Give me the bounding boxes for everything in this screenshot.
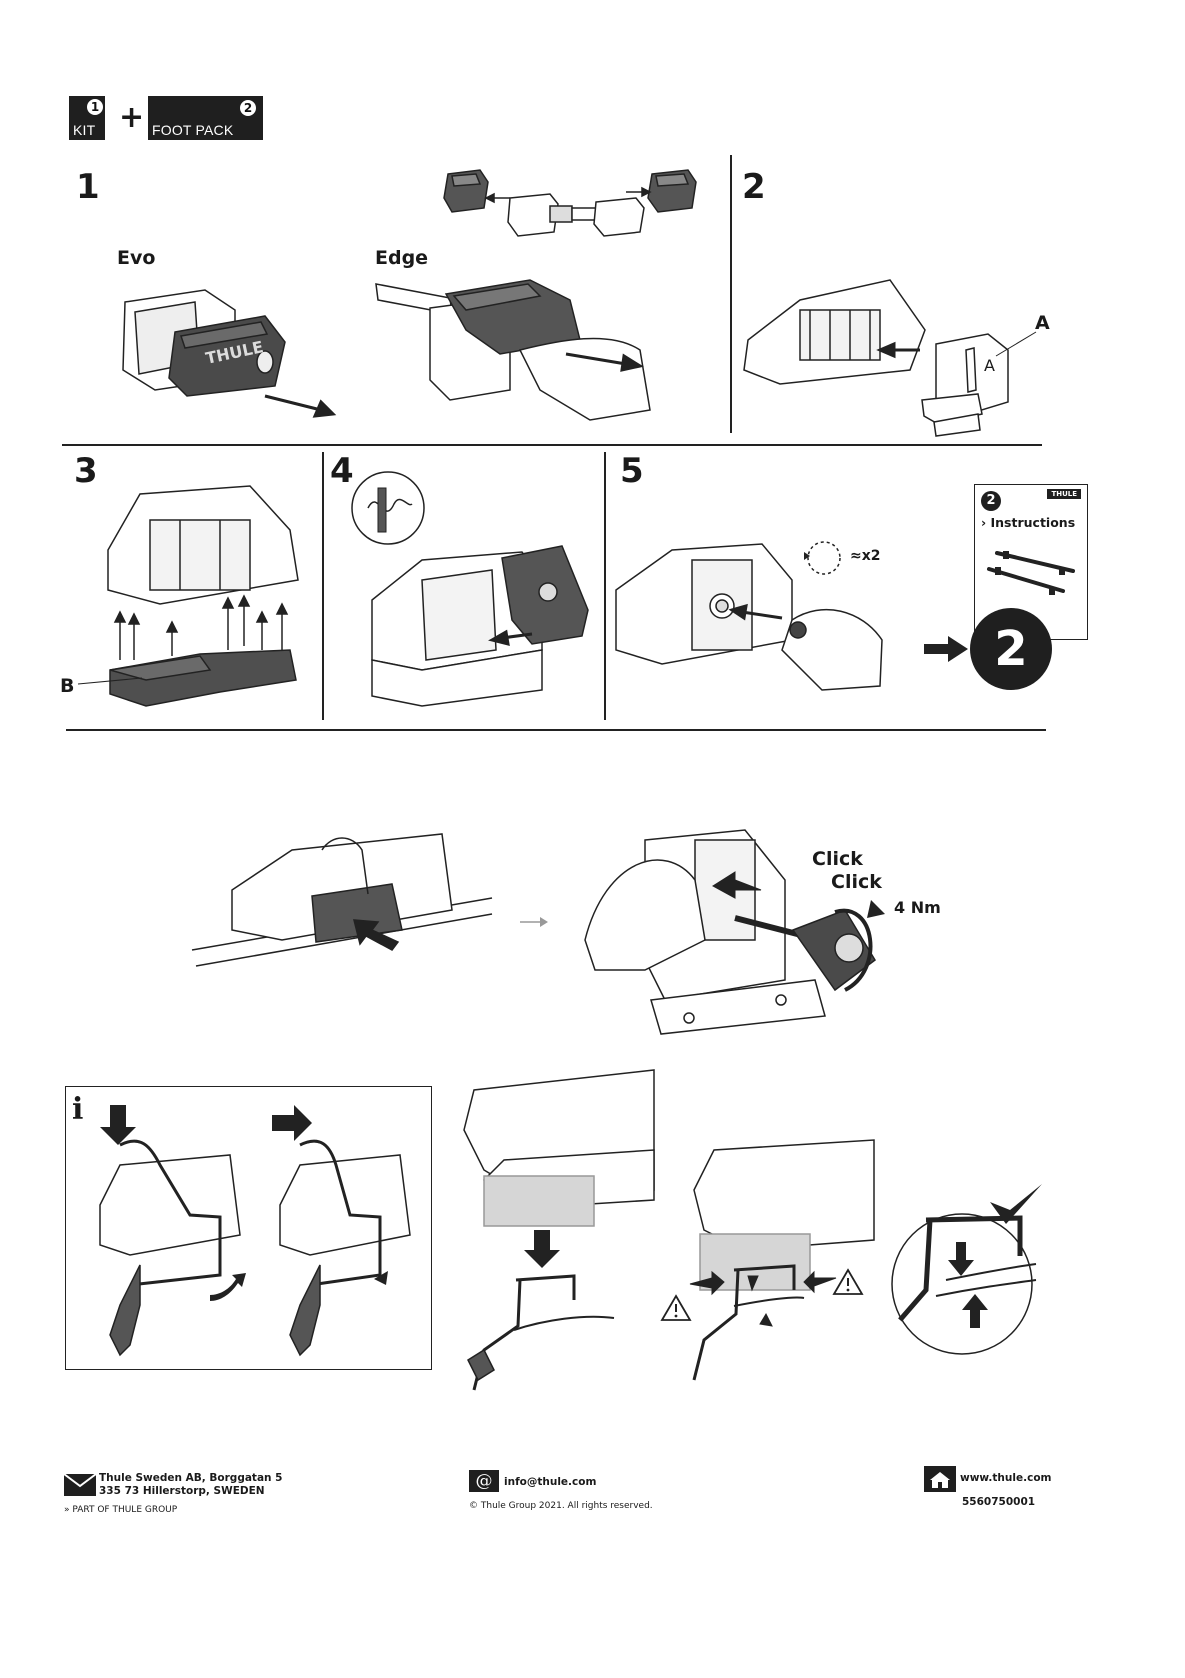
divider-row2 <box>66 729 1046 731</box>
footer-group: » PART OF THULE GROUP <box>64 1505 178 1515</box>
evo-foot-illustration: THULE <box>122 289 337 418</box>
step4-foot-illustration <box>371 545 589 707</box>
divider-step1-step2 <box>730 155 732 433</box>
step-number-3: 3 <box>74 451 98 491</box>
label-part-b: B <box>60 675 75 697</box>
info-icon: i <box>72 1092 84 1127</box>
footer-company-address-line2: 335 73 Hillerstorp, SWEDEN <box>99 1485 265 1497</box>
part-a-leader-line <box>995 331 1037 357</box>
kit-label: KIT <box>73 122 96 138</box>
torque-wrench-illustration <box>584 829 885 1035</box>
step2-foot-illustration <box>743 279 926 385</box>
label-evo: Evo <box>117 247 156 269</box>
info-box-illustrations <box>99 1105 411 1357</box>
clamp-detail-circle-illustration <box>891 1184 1042 1355</box>
divider-step3-step4 <box>322 452 324 720</box>
next-step-arrow-icon <box>924 636 968 662</box>
part-a-bracket-illustration <box>921 333 1009 437</box>
foot-lowering-illustration <box>463 1069 655 1391</box>
label-x2: ≈x2 <box>850 548 881 564</box>
label-click-2: Click <box>831 871 882 893</box>
plus-sign: + <box>119 100 145 135</box>
divider-step4-step5 <box>604 452 606 720</box>
gray-transition-arrow-icon <box>520 917 548 927</box>
kit-number-badge: 1 <box>87 99 103 115</box>
label-torque: 4 Nm <box>894 898 941 917</box>
warning-icon-right <box>832 1268 864 1295</box>
step-number-4: 4 <box>330 451 354 491</box>
part-b-leader-line <box>77 677 143 685</box>
foot-pack-number-badge: 2 <box>240 100 256 116</box>
step4-detail-circle <box>351 471 425 545</box>
footer-copyright: © Thule Group 2021. All rights reserved. <box>469 1501 653 1511</box>
thule-brand-badge: THULE <box>1047 489 1081 499</box>
label-edge: Edge <box>375 247 429 269</box>
edge-foot-illustration <box>375 279 651 421</box>
divider-row1 <box>62 444 1042 446</box>
instructions-card-title: › Instructions <box>981 515 1076 530</box>
step-number-5: 5 <box>620 451 644 491</box>
rotate-dashed-icon <box>804 541 841 575</box>
at-icon: @ <box>469 1470 499 1492</box>
step1-exploded-parts-illustration <box>443 169 697 237</box>
step3-foot-illustration <box>107 485 299 707</box>
label-part-a-on-bracket: A <box>984 356 995 375</box>
foot-pack-label: FOOT PACK <box>152 122 234 138</box>
checkmark-icon <box>990 1184 1042 1224</box>
footer-website[interactable]: www.thule.com <box>960 1472 1052 1484</box>
footer-document-number: 5560750001 <box>962 1496 1036 1508</box>
next-step-badge: 2 <box>970 608 1052 690</box>
envelope-icon <box>63 1473 97 1496</box>
label-part-a: A <box>1035 312 1050 334</box>
footer-email[interactable]: info@thule.com <box>504 1476 597 1488</box>
step-number-1: 1 <box>76 167 100 207</box>
foot-pack-box: 2 FOOT PACK <box>148 96 263 140</box>
roof-bars-thumbnail <box>987 551 1075 595</box>
footer-company-address-line1: Thule Sweden AB, Borggatan 5 <box>99 1472 283 1484</box>
warning-icon-left <box>660 1294 692 1321</box>
step5-foot-illustration <box>615 543 883 691</box>
foot-clamping-illustration <box>689 1139 875 1381</box>
label-click-1: Click <box>812 848 863 870</box>
kit-box: 1 KIT <box>69 96 105 140</box>
house-icon <box>924 1466 956 1492</box>
slide-rail-illustration <box>191 833 493 967</box>
instructions-card-number: 2 <box>981 491 1001 511</box>
step-number-2: 2 <box>742 167 766 207</box>
